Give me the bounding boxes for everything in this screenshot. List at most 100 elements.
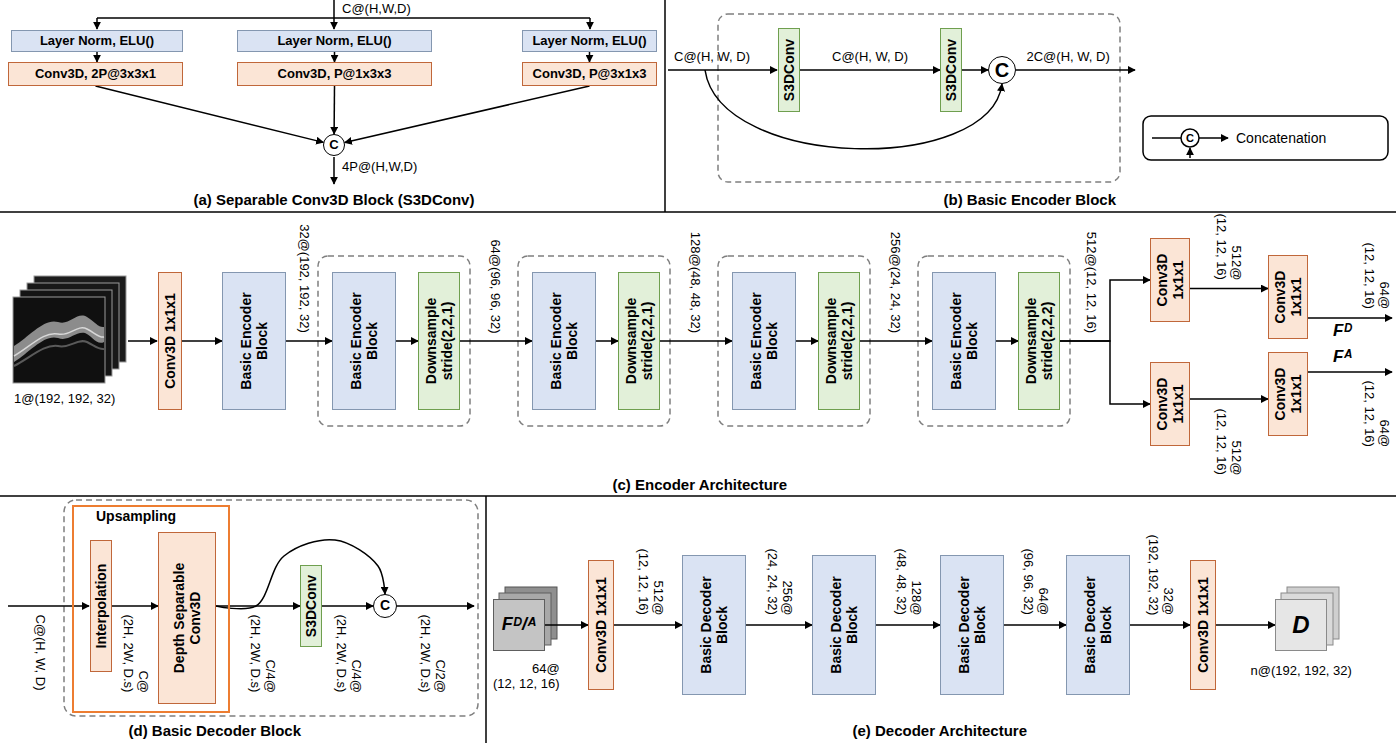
dashed-group [518, 256, 670, 426]
conv-box: Downsample stride(2,2,1) [818, 272, 860, 410]
tensor-stack: Fᴰ/ᴬ [493, 599, 545, 651]
concat-circle: C [323, 134, 345, 156]
conv-box: S3DConv [778, 28, 800, 112]
conv-box: Downsample stride(2,2,2) [1018, 272, 1060, 410]
connector-arrow [286, 340, 332, 342]
box-label: Conv3D 1x1x1 [1272, 261, 1304, 333]
connector-arrow [1216, 624, 1275, 626]
conv-box: Interpolation [90, 540, 112, 672]
process-box: Basic Decoder Block [940, 555, 1004, 695]
conv-box: Conv3D, P@3x1x3 [522, 62, 657, 86]
text-label: n@(192, 192, 32) [1251, 664, 1352, 679]
tensor-shape: 512@(12, 12, 16) [1083, 232, 1098, 333]
output-arrow [397, 605, 474, 607]
box-label: Conv3D 1x1x1 [1195, 566, 1211, 684]
conv-box: S3DConv [300, 565, 322, 647]
box-label: Basic Decoder Block [698, 561, 730, 689]
tensor-shape: 64@(96, 96, 32) [487, 239, 502, 333]
text-label: 64@ (12, 12, 16) [493, 662, 562, 692]
connector-arrow [800, 69, 940, 71]
tensor-shape: 128@ (48, 48, 32) [893, 548, 923, 617]
scan-slice [13, 297, 105, 383]
box-label: Conv3D 1x1x1 [1154, 368, 1186, 440]
box-label: Layer Norm, ELU() [40, 34, 154, 48]
box-label: S3DConv [781, 34, 797, 106]
connector-arrow [660, 340, 732, 342]
box-label: Basic Encoder Block [948, 278, 980, 404]
box-label: Fᴰ/ᴬ [502, 615, 536, 635]
conv-box: Downsample stride(2,2,1) [418, 272, 460, 410]
tensor-shape: C/4@ (2H, 2W, D.s) [247, 614, 277, 695]
panel-caption: (d) Basic Decoder Block [129, 722, 302, 739]
box-label: S3DConv [943, 34, 959, 106]
process-box: Layer Norm, ELU() [522, 30, 657, 52]
conv-box: Conv3D 1x1x1 [1268, 352, 1308, 436]
conv-box: Downsample stride(2,2,1) [618, 272, 660, 410]
connector-arrow [333, 86, 335, 134]
connector-arrow [1190, 398, 1268, 400]
box-label: C [995, 59, 1009, 81]
text-label: C@(H,W,D) [342, 2, 411, 17]
legend-entry: Concatenation [1236, 130, 1326, 146]
box-label: Basic Encoder Block [548, 278, 580, 404]
legend-text: Concatenation [1236, 130, 1326, 146]
dashed-group [318, 256, 470, 426]
connector-arrow [596, 340, 618, 342]
dashed-group [718, 14, 1120, 182]
tensor-shape: 128@(48, 48, 32) [687, 232, 702, 333]
conv-box: Depth Separable Conv3D [158, 532, 216, 704]
process-box: Layer Norm, ELU() [11, 30, 183, 52]
panel-divider [664, 0, 666, 212]
conv-box: Conv3D 1x1x1 [1150, 362, 1190, 446]
legend-symbol-line [1152, 137, 1181, 139]
connector-arrow [345, 86, 590, 143]
connector-arrow [545, 624, 588, 626]
box-label: Basic Encoder Block [748, 278, 780, 404]
box-label: Basic Encoder Block [238, 278, 270, 404]
tensor-shape: C@(H, W, D) [33, 614, 48, 690]
tensor-shape: 32@(192, 192, 32) [295, 224, 310, 333]
group-heading: Upsampling [96, 508, 176, 525]
connector-arrow [396, 340, 418, 342]
connector-arrow [96, 52, 98, 62]
oct-scan-stack [13, 276, 126, 383]
connector-arrow [334, 52, 336, 62]
process-box: Basic Encoder Block [932, 272, 996, 410]
panel-caption: (b) Basic Encoder Block [944, 191, 1117, 208]
panel-caption: (e) Decoder Architecture [853, 722, 1028, 739]
input-arrow [668, 69, 777, 71]
retina-layer [14, 341, 104, 366]
legend-symbol-circle [1181, 129, 1199, 147]
box-label: Basic Decoder Block [1082, 561, 1114, 689]
connector-arrow [962, 69, 988, 71]
connector-arrow [322, 605, 373, 607]
text-label: 4P@(H,W,D) [342, 160, 417, 175]
connector-arrow [1060, 341, 1150, 404]
connector-arrow [746, 624, 812, 626]
box-label: S3DConv [303, 571, 319, 641]
process-box: Basic Decoder Block [682, 555, 746, 695]
panel-divider [485, 496, 487, 743]
process-box: Basic Encoder Block [732, 272, 796, 410]
box-label: Depth Separable Conv3D [171, 538, 203, 698]
retina-layer [14, 328, 104, 356]
text-label: Fᴰ [1333, 321, 1352, 341]
dashed-group [918, 256, 1070, 426]
process-box: Basic Decoder Block [812, 555, 876, 695]
connector-arrow [860, 340, 932, 342]
tensor-shape: 256@ (24, 24, 32) [764, 548, 794, 617]
conv-box: Conv3D, P@1x3x3 [237, 62, 432, 86]
process-box: Basic Encoder Block [332, 272, 396, 410]
branch-arrow [96, 18, 98, 29]
box-label: Basic Decoder Block [828, 561, 860, 689]
process-box: Basic Decoder Block [1066, 555, 1130, 695]
text-label: 1@(192, 192, 32) [14, 392, 115, 407]
process-box: Basic Encoder Block [222, 272, 286, 410]
input-line [333, 0, 335, 18]
connector-arrow [589, 52, 591, 62]
box-label: Downsample stride(2,2,1) [823, 278, 855, 404]
box-label: Downsample stride(2,2,1) [423, 278, 455, 404]
panel-divider [0, 495, 1396, 497]
connector-arrow [1060, 280, 1150, 341]
box-label: Basic Encoder Block [348, 278, 380, 404]
